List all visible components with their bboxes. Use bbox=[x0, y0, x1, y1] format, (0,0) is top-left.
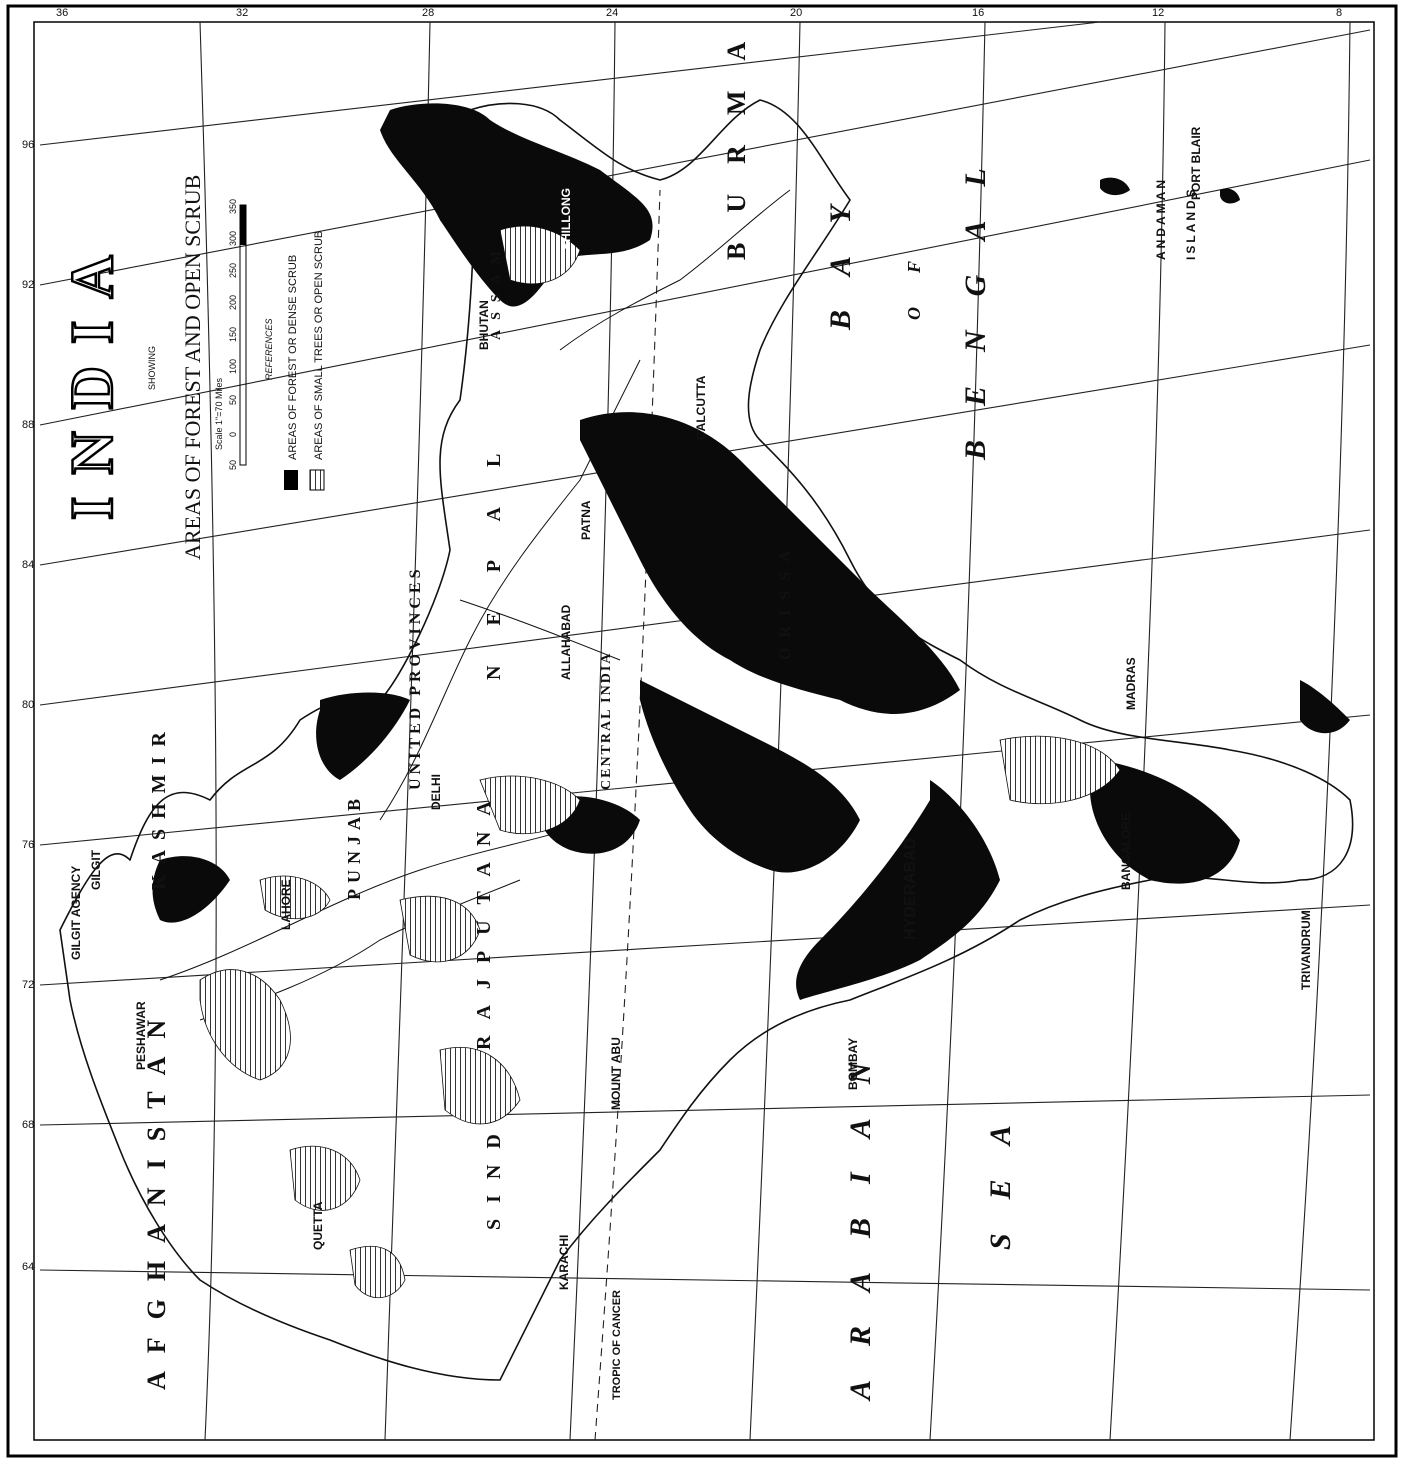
lon-line-68 bbox=[39, 1094, 1371, 1126]
legend-forest-label: AREAS OF FOREST OR DENSE SCRUB bbox=[287, 255, 299, 460]
legend: AREAS OF FOREST OR DENSE SCRUB AREAS OF … bbox=[284, 231, 325, 491]
label-sea: SEA bbox=[984, 1091, 1017, 1250]
place-gilgit-agency: GILGIT AGENCY bbox=[69, 866, 83, 960]
region-central-india: CENTRAL INDIA bbox=[599, 652, 614, 790]
place-bombay: BOMBAY bbox=[846, 1038, 860, 1090]
lat-line-8 bbox=[1289, 21, 1351, 1441]
lat-line-20 bbox=[749, 21, 801, 1441]
forest-areas bbox=[152, 103, 1350, 1000]
scale-tick: 150 bbox=[228, 327, 238, 342]
lon-tick: 68 bbox=[22, 1119, 34, 1131]
lon-line-88 bbox=[39, 159, 1371, 426]
scale-tick: 200 bbox=[228, 295, 238, 310]
place-lahore: LAHORE bbox=[279, 879, 293, 930]
label-arabian: ARABIAN bbox=[844, 1029, 877, 1402]
scale-tick: 250 bbox=[228, 263, 238, 278]
place-quetta: QUETTA bbox=[311, 1201, 325, 1250]
scale-tick: 0 bbox=[228, 432, 238, 437]
inner-frame bbox=[33, 21, 1375, 1441]
place-karachi: KARACHI bbox=[557, 1235, 571, 1290]
place-shillong: SHILLONG bbox=[559, 188, 573, 250]
lat-tick: 28 bbox=[422, 7, 434, 19]
place-delhi: DELHI bbox=[429, 774, 443, 810]
place-patna: PATNA bbox=[579, 500, 593, 540]
lon-tick: 96 bbox=[22, 139, 34, 151]
region-afghanistan: AFGHANISTAN bbox=[142, 1002, 171, 1390]
lat-tick: 20 bbox=[790, 7, 802, 19]
region-sind: SIND bbox=[483, 1118, 505, 1230]
scale-tick: 300 bbox=[228, 231, 238, 246]
lon-line-72 bbox=[39, 904, 1371, 986]
lat-line-12 bbox=[1109, 21, 1166, 1441]
map-subtitle: AREAS OF FOREST AND OPEN SCRUB bbox=[180, 175, 205, 560]
place-bangalore: BANGALORE bbox=[1119, 813, 1133, 890]
place-peshawar: PESHAWAR bbox=[134, 1001, 148, 1070]
place-trivandrum: TRIVANDRUM bbox=[1299, 910, 1313, 990]
references-label: REFERENCES bbox=[264, 318, 274, 380]
scale-label: Scale 1"=70 Miles bbox=[214, 378, 224, 450]
lat-tick-labels: 36 32 28 24 20 16 12 8 bbox=[56, 7, 1342, 19]
lat-line-16 bbox=[929, 21, 986, 1441]
lon-line-64 bbox=[39, 1269, 1371, 1291]
lon-tick: 64 bbox=[22, 1261, 34, 1273]
scale-tick: 50 bbox=[228, 460, 238, 470]
lat-line-28 bbox=[384, 21, 431, 1441]
region-nepal: NEPAL bbox=[483, 414, 505, 680]
place-calcutta: CALCUTTA bbox=[694, 375, 708, 440]
label-tropic-of-cancer: TROPIC OF CANCER bbox=[611, 1290, 623, 1400]
lon-tick: 88 bbox=[22, 419, 34, 431]
region-orissa: ORISSA bbox=[777, 540, 794, 660]
region-rajputana: RAJPUTANA bbox=[473, 785, 495, 1050]
label-bay: BAY bbox=[824, 171, 857, 331]
lat-tick: 36 bbox=[56, 7, 68, 19]
title-block: INDIA SHOWING AREAS OF FOREST AND OPEN S… bbox=[58, 175, 325, 560]
lon-tick-labels: 64 68 72 76 80 84 88 92 96 bbox=[22, 139, 34, 1273]
lon-tick: 76 bbox=[22, 839, 34, 851]
place-labels: GILGIT GILGIT AGENCY PESHAWAR LAHORE DEL… bbox=[69, 126, 1313, 1400]
region-united-provinces: UNITED PROVINCES bbox=[407, 566, 424, 790]
label-bengal: BENGAL bbox=[959, 134, 992, 461]
scrub-swatch-icon bbox=[309, 469, 325, 491]
place-bhutan: BHUTAN bbox=[477, 300, 491, 350]
label-of: OF bbox=[904, 227, 924, 320]
place-gilgit: GILGIT bbox=[89, 849, 103, 890]
lat-line-32 bbox=[199, 21, 217, 1441]
forest-swatch-icon bbox=[284, 470, 298, 490]
region-punjab: PUNJAB bbox=[344, 793, 364, 900]
lat-tick: 12 bbox=[1152, 7, 1164, 19]
map-title: INDIA bbox=[59, 233, 125, 520]
lon-tick: 72 bbox=[22, 979, 34, 991]
lat-tick: 8 bbox=[1336, 7, 1342, 19]
lat-tick: 32 bbox=[236, 7, 248, 19]
region-labels: AFGHANISTAN KASHMIR NEPAL BURMA BAY OF B… bbox=[142, 12, 1017, 1402]
place-madras: MADRAS bbox=[1124, 657, 1138, 710]
scale-tick: 100 bbox=[228, 359, 238, 374]
place-port-blair: PORT BLAIR bbox=[1189, 126, 1203, 200]
lon-tick: 92 bbox=[22, 279, 34, 291]
lon-tick: 84 bbox=[22, 559, 34, 571]
place-andaman: ANDAMAN bbox=[1154, 177, 1168, 260]
region-kashmir: KASHMIR bbox=[148, 722, 170, 890]
scrub-areas bbox=[199, 225, 1121, 1299]
scale-bar: 50 0 50 100 150 200 250 300 350 bbox=[228, 199, 247, 470]
showing-label: SHOWING bbox=[147, 346, 157, 390]
scale-tick: 350 bbox=[228, 199, 238, 214]
lon-tick: 80 bbox=[22, 699, 34, 711]
lon-line-96 bbox=[39, 21, 1101, 146]
legend-scrub-label: AREAS OF SMALL TREES OR OPEN SCRUB bbox=[313, 231, 325, 460]
region-burma: BURMA bbox=[722, 12, 751, 260]
place-mount-abu: MOUNT ABU bbox=[609, 1037, 623, 1110]
lon-line-92 bbox=[39, 29, 1371, 286]
lat-tick: 16 bbox=[972, 7, 984, 19]
place-hyderabad: HYDERABAD bbox=[902, 838, 919, 940]
region-assam: ASSAM bbox=[489, 241, 504, 340]
place-islands: ISLANDS bbox=[1184, 186, 1198, 260]
place-allahabad: ALLAHABAD bbox=[559, 604, 573, 680]
scale-tick: 50 bbox=[228, 395, 238, 405]
lat-tick: 24 bbox=[606, 7, 618, 19]
india-outline bbox=[59, 99, 1354, 1381]
